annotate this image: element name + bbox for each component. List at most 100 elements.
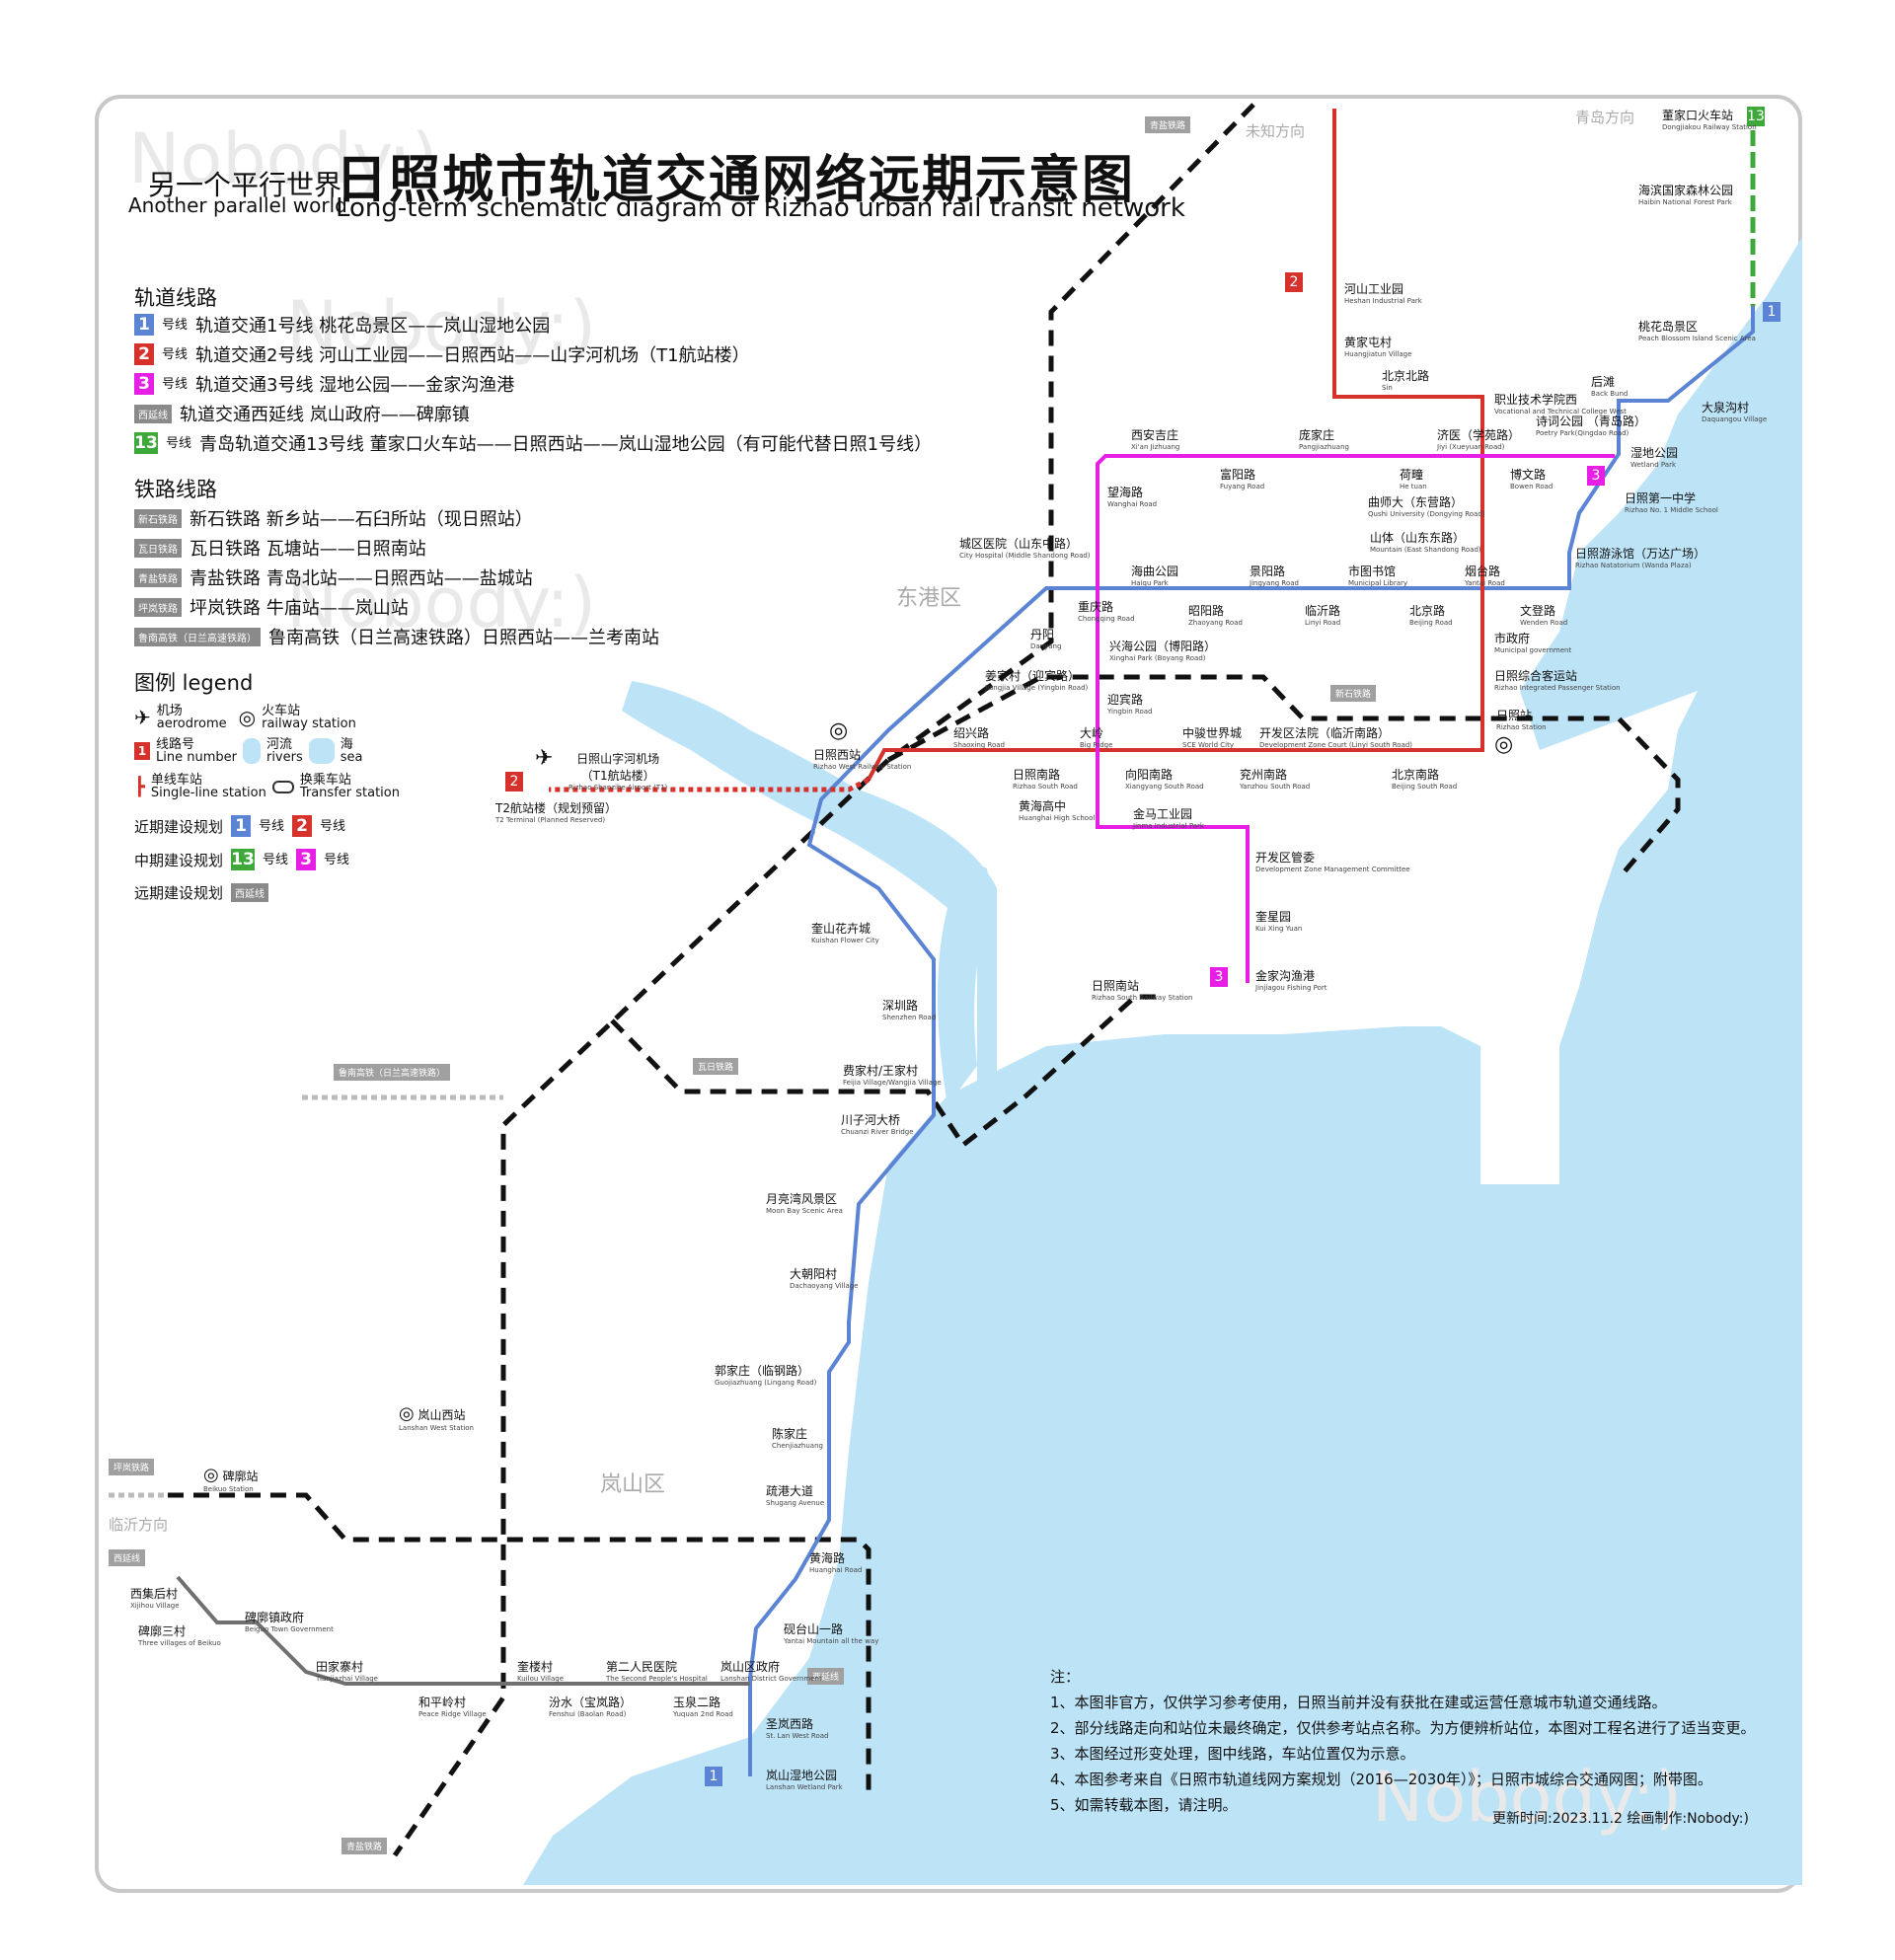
station-qufu: 曲师大（东营路）Qushi University (Dongying Road) [1368,495,1485,518]
railway-tag: 坪岚铁路 [134,597,182,617]
west-ext-tag: 西延线 [134,404,172,423]
railway-lines [168,103,1681,1857]
railway-tag: 鲁南高铁（日兰高速铁路） [134,627,261,646]
line-3 [1096,454,1615,983]
line-badge-label: 号线 [162,376,189,392]
legend-line-west: 西延线 轨道交通西延线 岚山政府——碑廓镇 [134,401,470,426]
railway-station-icon: ◎ [399,1403,415,1424]
railway-pinglan [168,1492,872,1796]
transfer-station-icon [271,780,294,793]
tag-wari: 瓦日铁路 [693,1058,739,1075]
direction-unknown: 未知方向 [1246,122,1306,140]
railway-xinshi [886,674,1681,880]
notes-block: 注： 1、本图非官方，仅供学习参考使用，日照当前并没有获批在建或运营任意城市轨道… [1050,1664,1756,1818]
station-youyong: 日照游泳馆（万达广场）Rizhao Natatorium (Wanda Plaz… [1575,547,1706,569]
legend-line-3: 3 号线 轨道交通3号线 湿地公园——金家沟渔港 [134,371,514,397]
line-badge-1: 1 [134,314,154,336]
tag-xinshi: 新石铁路 [1330,685,1377,702]
area-donggang: 东港区 [896,586,962,611]
line-badge-label: 号线 [263,852,289,867]
legend-line-west-text: 轨道交通西延线 岚山政府——碑廓镇 [180,405,470,425]
line-1 [748,306,1755,1776]
railway-tag: 瓦日铁路 [134,538,182,558]
legend-line-13: 13 号线 青岛轨道交通13号线 董家口火车站——日照西站——岚山湿地公园（有可… [134,430,932,456]
legend-line-1-text: 轨道交通1号线 桃花岛景区——岚山湿地公园 [195,316,551,337]
station-jiyi: 济医（学苑路）Jiyi (Xueyuan Road) [1437,428,1521,451]
railway-lunan-group [109,1094,503,1498]
rivers-swatch [242,738,261,764]
map-badge-1-bottom: 1 [705,1767,722,1786]
legend-railway-3: 坪岚铁路坪岚铁路 牛庙站——岚山站 [134,594,409,620]
plan-mid-label: 中期建设规划 [134,851,224,869]
line-badge-13: 13 [134,432,158,454]
line-badge-2: 2 [134,343,154,365]
line-badge-2: 2 [292,815,313,837]
watermark-lower: Nobody:) [286,563,597,643]
railway-tag: 新石铁路 [134,508,182,528]
watermark-top: Nobody:) [128,118,439,199]
tag-qingyan-bottom: 青盐铁路 [341,1838,388,1854]
station-fayuan: 开发区法院（临沂南路）Development Zone Court (Linyi… [1259,726,1413,749]
map-badge-3-top: 3 [1587,466,1605,486]
station-t2: T2航站楼（规划预留）T2 Terminal (Planned Reserved… [495,801,617,824]
note-item: 2、部分线路走向和站位未最终确定，仅供参考站点名称。为方便辨析站位，本图对工程名… [1050,1719,1756,1737]
map-badge-1-top: 1 [1763,302,1781,322]
railway-text: 瓦日铁路 瓦塘站——日照南站 [190,539,426,560]
page-title-en: Long-term schematic diagram of Rizhao ur… [336,193,1185,223]
legend-railway-0: 新石铁路新石铁路 新乡站——石臼所站（现日照站） [134,505,533,531]
station-fenshui: 汾水（宝岚路）Fenshui (Baolan Road) [549,1696,633,1718]
line-badge-3: 3 [296,849,317,870]
map-badge-2-airport: 2 [505,772,523,792]
line-badge-label: 号线 [162,317,189,333]
station-xinghai: 兴海公园（博阳路）Xinghai Park (Boyang Road) [1109,640,1217,662]
legend-line-13-text: 青岛轨道交通13号线 董家口火车站——日照西站——岚山湿地公园（有可能代替日照1… [199,434,933,455]
line-badge-label: 号线 [162,346,189,362]
note-item: 3、本图经过形变处理，图中线路，车站位置仅为示意。 [1050,1745,1415,1763]
railway-text: 鲁南高铁（日兰高速铁路）日照西站——兰考南站 [268,628,659,648]
note-item: 5、如需转载本图，请注明。 [1050,1796,1238,1814]
tag-lunan: 鲁南高铁（日兰高速铁路） [334,1064,451,1081]
